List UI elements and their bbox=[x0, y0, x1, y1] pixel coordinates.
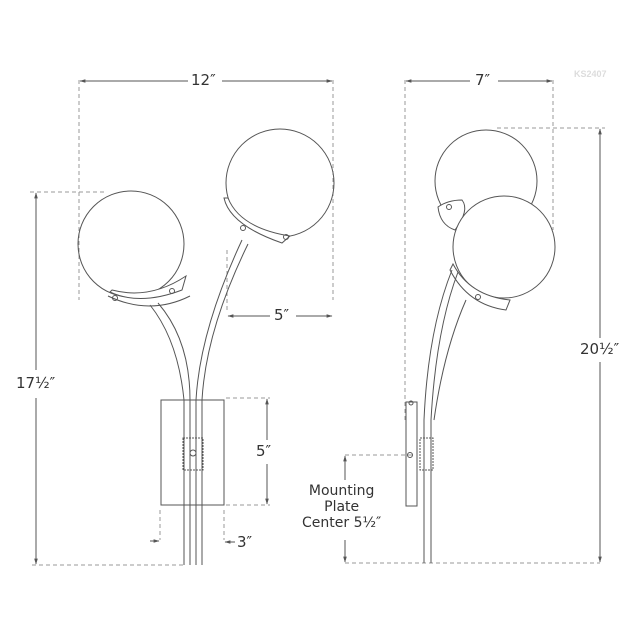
front-globe bbox=[452, 195, 556, 299]
left-globe bbox=[77, 190, 185, 298]
mounting-plate-line1: Mounting bbox=[308, 483, 375, 499]
mounting-plate-line3: Center 5½″ bbox=[302, 515, 382, 531]
front-width-label: 12″ bbox=[191, 71, 216, 89]
side-view bbox=[343, 79, 605, 564]
front-dimension-guides bbox=[30, 80, 334, 566]
side-dimension-guides bbox=[345, 80, 605, 564]
left-arm bbox=[149, 304, 185, 565]
side-backplate bbox=[405, 401, 418, 507]
mounting-plate-label: Mounting Plate Center 5½″ bbox=[302, 483, 382, 531]
mounting-bracket bbox=[182, 437, 204, 471]
side-mounting-bracket bbox=[419, 437, 434, 471]
backplate-width-label: 3″ bbox=[237, 533, 253, 551]
side-depth-label: 7″ bbox=[475, 71, 491, 89]
backplate bbox=[160, 399, 225, 506]
front-view bbox=[30, 79, 335, 566]
mounting-plate-line2: Plate bbox=[324, 499, 360, 515]
backplate-height-label: 5″ bbox=[256, 442, 272, 460]
globe-offset-label: 5″ bbox=[274, 306, 290, 324]
right-arm bbox=[195, 239, 243, 565]
front-height-label: 17½″ bbox=[16, 374, 56, 392]
side-height-label: 20½″ bbox=[580, 340, 620, 358]
model-code: KS2407 bbox=[574, 69, 607, 79]
side-arm bbox=[423, 269, 453, 563]
